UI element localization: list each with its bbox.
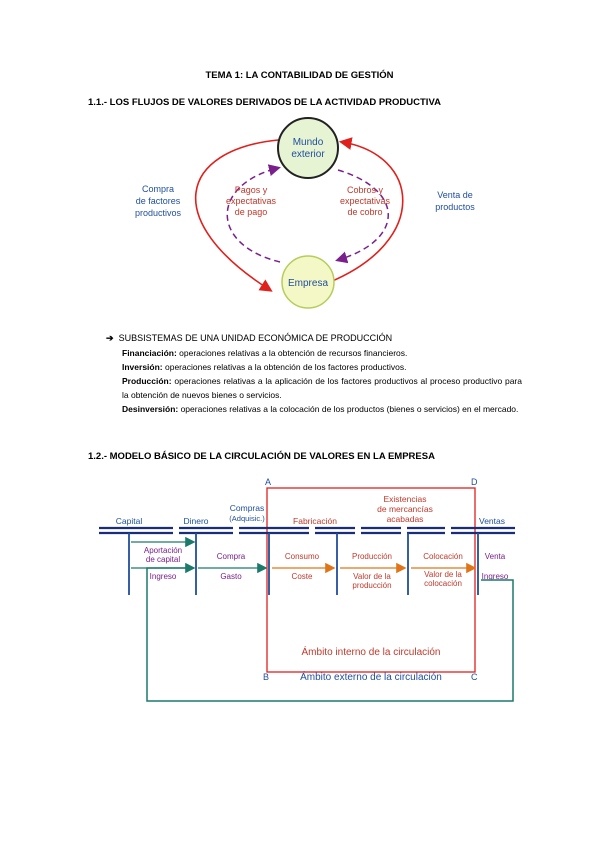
capital-label: Capital bbox=[116, 516, 143, 526]
compra-label-2: de factores bbox=[136, 196, 181, 206]
empresa-label: Empresa bbox=[288, 278, 328, 289]
internal-area-box bbox=[266, 487, 476, 673]
section-2-heading: 1.2.- MODELO BÁSICO DE LA CIRCULACIÓN DE… bbox=[88, 451, 435, 462]
external-area-label: Ámbito externo de la circulación bbox=[300, 670, 442, 683]
empresa-node bbox=[281, 255, 335, 309]
colocacion-label: Colocación bbox=[423, 552, 463, 561]
existencias-label-2: de mercancías bbox=[377, 504, 433, 514]
aportacion-label-1: Aportación bbox=[144, 546, 182, 555]
value-track bbox=[99, 526, 515, 535]
ingreso-label-2: Ingreso bbox=[482, 572, 509, 581]
cobros-label-3: de cobro bbox=[347, 207, 382, 217]
consumo-label: Consumo bbox=[285, 552, 320, 561]
valor-produccion-label-2: producción bbox=[352, 581, 391, 590]
return-loop-arrow bbox=[146, 567, 514, 702]
document-title: TEMA 1: LA CONTABILIDAD DE GESTIÓN bbox=[205, 70, 394, 81]
mundo-exterior-node bbox=[277, 117, 339, 179]
gasto-label: Gasto bbox=[220, 572, 242, 581]
cobros-label-2: expectativas bbox=[340, 196, 391, 206]
mundo-label-1: Mundo bbox=[293, 137, 324, 148]
circulation-diagram: A D B C Capital Dinero Compras (Adquisic… bbox=[99, 477, 515, 702]
valor-produccion-label-1: Valor de la bbox=[353, 572, 391, 581]
list-item: Financiación: operaciones relativas a la… bbox=[122, 348, 408, 358]
fabricacion-label: Fabricación bbox=[293, 516, 337, 526]
venta-flow-arrow bbox=[329, 137, 404, 283]
venta-label-2: productos bbox=[435, 202, 475, 212]
list-item: Desinversión: operaciones relativas a la… bbox=[122, 404, 519, 414]
compra-label-3: productivos bbox=[135, 208, 182, 218]
coste-label: Coste bbox=[292, 572, 313, 581]
corner-d: D bbox=[471, 477, 478, 487]
flows-diagram: Mundo exterior Empresa Compra de factore… bbox=[135, 117, 475, 309]
subsystems-heading-text: SUBSISTEMAS DE UNA UNIDAD ECONÓMICA DE P… bbox=[118, 333, 393, 343]
pagos-flow-arrow bbox=[226, 164, 281, 263]
corner-b: B bbox=[263, 672, 269, 682]
internal-area-label: Ámbito interno de la circulación bbox=[302, 645, 441, 658]
compra-label-1: Compra bbox=[142, 184, 174, 194]
pagos-label-3: de pago bbox=[235, 207, 268, 217]
pagos-label-2: expectativas bbox=[226, 196, 277, 206]
aportacion-label-2: de capital bbox=[146, 555, 180, 564]
subsystems-list: Financiación: operaciones relativas a la… bbox=[122, 346, 522, 416]
produccion-label: Producción bbox=[352, 552, 392, 561]
stage-dividers bbox=[128, 533, 479, 595]
corner-a: A bbox=[265, 477, 271, 487]
cobros-flow-arrow bbox=[335, 169, 389, 264]
compras-label-1: Compras bbox=[230, 503, 264, 513]
list-item: Inversión: operaciones relativas a la ob… bbox=[122, 362, 407, 372]
subsystems-heading: ➔ SUBSISTEMAS DE UNA UNIDAD ECONÓMICA DE… bbox=[106, 333, 392, 344]
compra-flow-arrow bbox=[195, 139, 279, 292]
compra-label: Compra bbox=[217, 552, 246, 561]
existencias-label-3: acabadas bbox=[387, 514, 424, 524]
pagos-label-1: Pagos y bbox=[235, 185, 268, 195]
valor-colocacion-label-2: colocación bbox=[424, 579, 462, 588]
corner-c: C bbox=[471, 672, 478, 682]
section-1-heading: 1.1.- LOS FLUJOS DE VALORES DERIVADOS DE… bbox=[88, 97, 441, 108]
cobros-label-1: Cobros y bbox=[347, 185, 384, 195]
list-item: Producción: operaciones relativas a la a… bbox=[122, 376, 522, 400]
mundo-label-2: exterior bbox=[291, 149, 325, 160]
venta-label-1: Venta de bbox=[437, 190, 473, 200]
existencias-label-1: Existencias bbox=[384, 494, 427, 504]
compras-label-2: (Adquisic.) bbox=[229, 514, 265, 523]
ventas-label: Ventas bbox=[479, 516, 505, 526]
dinero-label: Dinero bbox=[183, 516, 208, 526]
arrow-right-icon: ➔ bbox=[106, 333, 114, 343]
valor-colocacion-label-1: Valor de la bbox=[424, 570, 462, 579]
venta-label: Venta bbox=[485, 552, 506, 561]
ingreso-label-1: Ingreso bbox=[150, 572, 177, 581]
